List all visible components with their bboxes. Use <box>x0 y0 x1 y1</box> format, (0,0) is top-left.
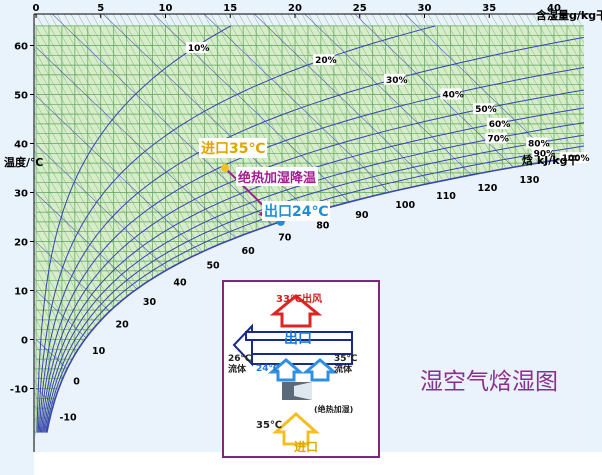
enthalpy-tick-label: 60 <box>242 246 256 257</box>
enthalpy-tick-label: 20 <box>116 320 130 331</box>
enthalpy-line <box>35 47 236 239</box>
x-tick-label: 35 <box>482 3 496 14</box>
x-tick-label: 10 <box>159 3 173 14</box>
outlet-label: 出口 <box>284 331 312 347</box>
rh-curve-60 <box>42 107 584 433</box>
enthalpy-line <box>404 14 557 161</box>
enthalpy-line <box>35 95 201 253</box>
enthalpy-tick-label: 50 <box>206 261 220 272</box>
x-tick-label: 30 <box>418 3 432 14</box>
outlet-point-label: 出口24℃ <box>262 201 331 221</box>
y-tick-label: 60 <box>14 42 28 53</box>
rh-label: 100% <box>562 154 590 164</box>
enthalpy-line <box>35 290 87 339</box>
enthalpy-line <box>51 14 273 225</box>
unsaturated-region <box>36 25 584 433</box>
enthalpy-axis-label: 焓 kJ/kg干 <box>522 154 579 167</box>
inlet-label: 进口 <box>294 440 319 454</box>
right-flow-label: 35℃ 流体 <box>334 354 358 375</box>
rh-label: 80% <box>528 140 550 150</box>
rh-label: 60% <box>489 120 511 130</box>
enthalpy-tick-label: 40 <box>173 278 187 289</box>
enthalpy-tick-label: 80 <box>316 221 330 232</box>
rh-curve-30 <box>38 36 584 433</box>
rh-curve-20 <box>37 25 436 433</box>
enthalpy-tick-label: 100 <box>395 200 415 211</box>
enthalpy-tick-label: 0 <box>73 377 80 388</box>
enthalpy-line <box>35 144 168 270</box>
enthalpy-line <box>35 193 138 290</box>
enthalpy-line <box>253 14 431 184</box>
enthalpy-line <box>35 241 110 312</box>
chart-title: 湿空气焓湿图 <box>420 369 558 395</box>
rh-label: 30% <box>386 76 408 86</box>
rh-label: 40% <box>442 91 464 101</box>
enthalpy-line <box>354 14 514 168</box>
enthalpy-tick-label: 110 <box>436 191 456 202</box>
rh-label: 70% <box>487 135 509 145</box>
rh-label: 20% <box>315 56 337 66</box>
rh-label: 10% <box>188 44 210 54</box>
x-tick-label: 15 <box>223 3 237 14</box>
enthalpy-tick-label: 120 <box>478 183 498 194</box>
enthalpy-tick-label: 10 <box>92 346 106 357</box>
rh-label: 90% <box>534 149 556 159</box>
adiabatic-label: (绝热加湿) <box>314 405 354 414</box>
x-tick-label: 0 <box>33 3 40 14</box>
rh-curve-70 <box>43 122 584 433</box>
y-tick-label: 30 <box>14 189 28 200</box>
rh-curve-10 <box>36 25 232 433</box>
rh-label: 50% <box>475 105 497 115</box>
bottom-margin <box>34 452 602 475</box>
enthalpy-line <box>35 387 54 405</box>
rh-curve-80 <box>44 134 584 433</box>
x-tick-label: 20 <box>288 3 302 14</box>
x-tick-label: 25 <box>353 3 367 14</box>
inlet-point <box>221 164 230 172</box>
y-tick-label: 20 <box>14 238 28 249</box>
rh-curve-50 <box>40 89 584 433</box>
temp-35-label: 35℃ <box>256 420 283 431</box>
y-tick-label: 0 <box>21 336 28 347</box>
inlet-air-arrow-icon <box>272 411 320 446</box>
out-air-arrow-icon <box>269 294 323 328</box>
enthalpy-tick-label: 130 <box>520 175 540 186</box>
x-tick-label: 5 <box>97 3 104 14</box>
y-axis-label: 温度/℃ <box>4 156 44 169</box>
y-tick-label: 10 <box>14 287 28 298</box>
out-air-label: 33℃出风 <box>276 294 323 305</box>
enthalpy-tick-label: 30 <box>143 297 157 308</box>
enthalpy-line <box>203 14 390 193</box>
cool-air-arrow-icon <box>267 358 305 382</box>
x-axis-label: 含湿量g/kg干 <box>536 9 602 22</box>
left-flow-label: 26℃ 流体 <box>228 354 252 375</box>
rh-curve-100 <box>46 154 584 433</box>
enthalpy-tick-label: 90 <box>355 210 369 221</box>
enthalpy-line <box>35 339 68 369</box>
enthalpy-tick-label: 70 <box>278 233 292 244</box>
rh-curve-90 <box>45 145 584 433</box>
inlet-point-label: 进口35℃ <box>199 138 268 158</box>
temp-24-label: 24℃ <box>256 364 280 374</box>
process-annotation: 绝热加湿降温 <box>236 167 319 186</box>
enthalpy-tick-label: -10 <box>59 413 77 424</box>
x-tick-label: 40 <box>547 3 561 14</box>
warm-flow-arrow-icon <box>301 358 339 382</box>
y-tick-label: 40 <box>14 140 28 151</box>
evaporative-cooler-diagram: 33℃出风 出口 26℃ 流体 24℃ 35℃ 流体 (绝热加湿) 35℃ 进口 <box>222 280 380 458</box>
y-tick-label: 50 <box>14 91 28 102</box>
y-tick-label: -10 <box>10 385 28 396</box>
enthalpy-line <box>304 14 472 176</box>
diagram-graphics <box>232 294 353 446</box>
